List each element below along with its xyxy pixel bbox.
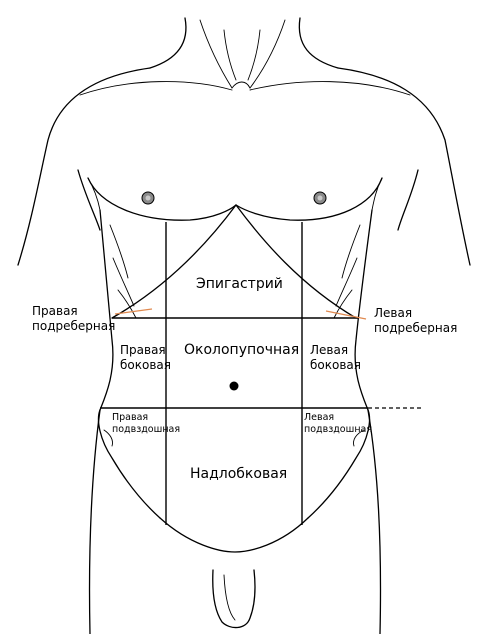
label-left-lumbar-1: Левая [310,343,348,357]
neck-left-outline [149,17,187,69]
rib-line-r3 [117,289,137,319]
label-right-lumbar-1: Правая [120,343,166,357]
genitals-outline [212,569,256,629]
trachea-left [223,29,237,81]
right-costal-margin [111,204,237,319]
torso-right-side [99,209,114,411]
label-right-lumbar-2: боковая [120,358,171,372]
left-thigh [367,409,382,635]
label-hypogastric: Надлобковая [190,466,287,482]
left-shoulder-outline [17,67,151,266]
neck-muscle-left [199,19,233,89]
label-right-iliac-2: подвздошная [112,424,180,435]
genitals-inner [223,574,236,621]
groin-curve [159,517,309,553]
right-clavicle [249,81,411,96]
left-pectoral-outline [87,177,237,221]
label-left-lumbar-2: боковая [310,358,361,372]
label-right-hypochondriac-1: Правая [32,304,78,318]
rib-line-r1 [109,224,129,279]
rib-line-l1 [341,224,361,279]
neck-right-outline [298,17,339,69]
label-left-iliac-1: Левая [304,412,334,423]
trachea-right [247,29,261,81]
jugular-notch [231,81,251,89]
umbilicus [229,381,239,391]
right-hip-curve [103,429,113,447]
right-hypochondriac-pointer [114,308,153,315]
rib-line-l2 [335,257,358,307]
left-armpit-line [87,177,101,211]
right-nipple-center [145,195,151,201]
left-hip-curve [353,429,365,447]
left-inner-arm [77,169,101,231]
left-clavicle [79,81,233,96]
rib-line-r2 [112,257,135,307]
left-hypochondriac-pointer [325,310,367,320]
label-left-iliac-2: подвздошная [304,424,372,435]
right-thigh [88,409,101,635]
label-left-hypochondriac-2: подреберная [374,321,457,335]
label-right-hypochondriac-2: подреберная [32,319,115,333]
right-shoulder-outline [337,67,471,266]
label-umbilical: Околопупочная [184,342,299,358]
rib-line-l3 [333,289,353,319]
label-right-iliac-1: Правая [112,412,148,423]
neck-muscle-right [249,19,286,89]
label-left-hypochondriac-1: Левая [374,306,412,320]
left-costal-margin [235,204,357,319]
left-nipple-center [317,195,323,201]
right-inner-arm [397,169,419,231]
label-epigastric: Эпигастрий [196,276,283,292]
right-armpit-line [371,177,383,211]
torso-left-side [354,209,373,411]
right-pectoral-outline [235,177,383,221]
